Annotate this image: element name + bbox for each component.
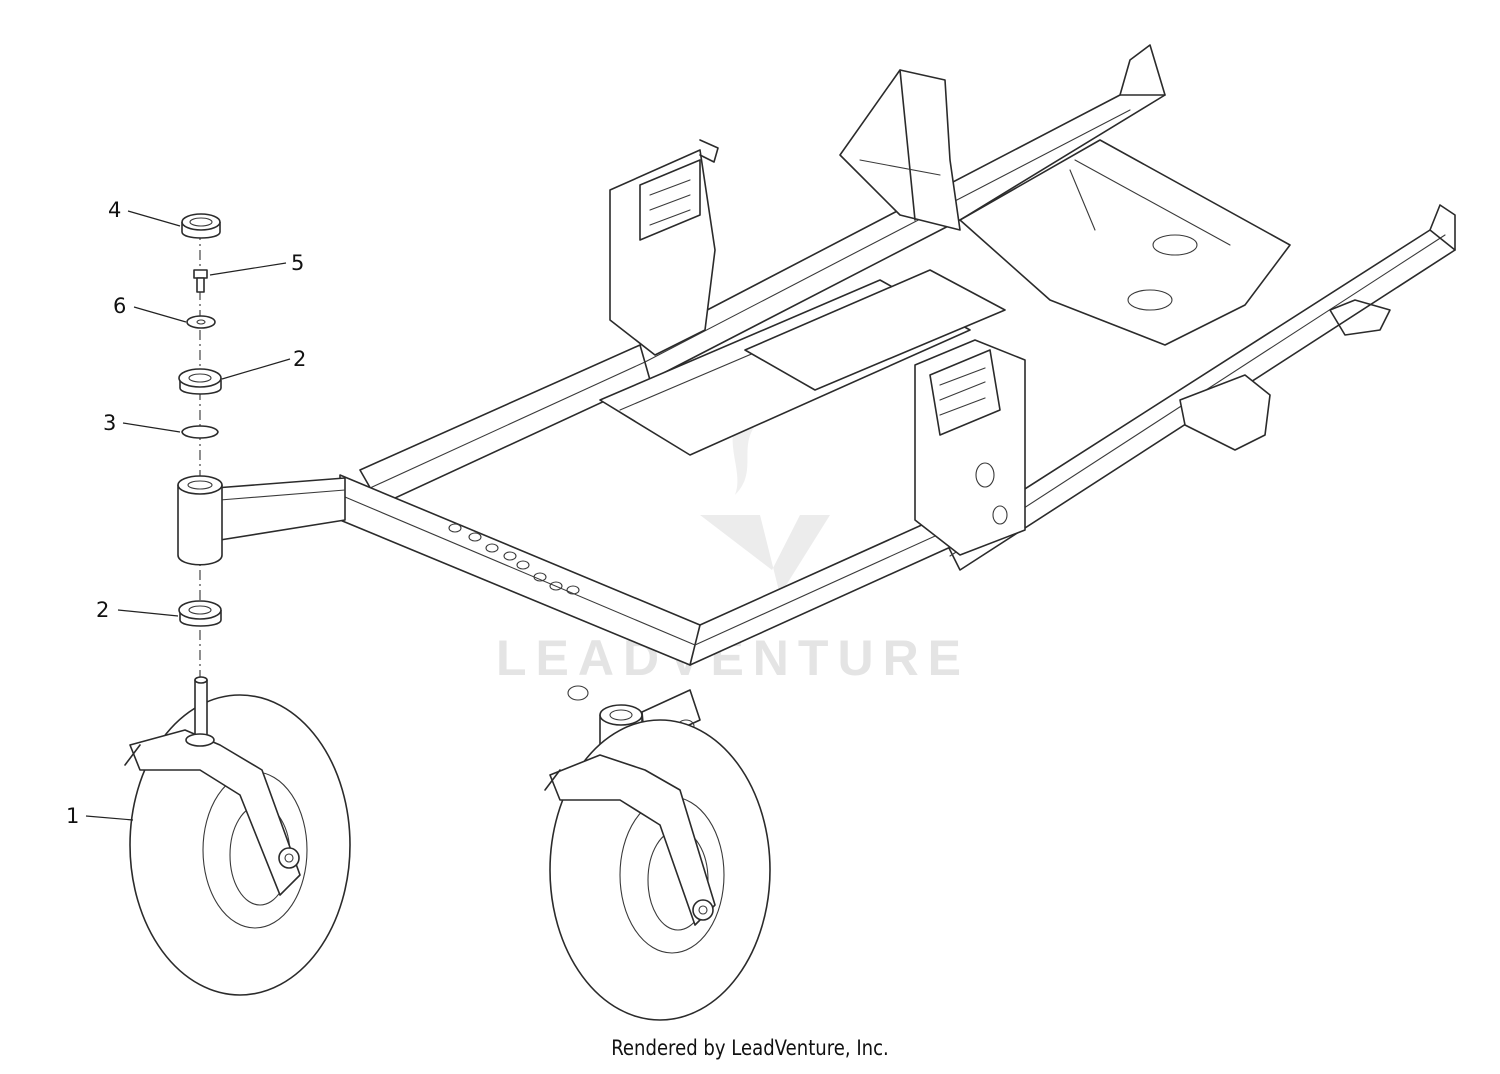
- pivot-tube: [177, 475, 346, 566]
- right-caster-assembly: [544, 685, 771, 1021]
- callout-3: 3: [103, 411, 116, 435]
- callout-labels: 4 5 6 2 3 2 1: [66, 198, 306, 828]
- exploded-caster-stack: [124, 213, 351, 996]
- callout-5: 5: [291, 251, 304, 275]
- cross-member-holes: [448, 523, 580, 595]
- callout-1: 1: [66, 804, 79, 828]
- washer: [186, 315, 216, 329]
- lower-bearing: [178, 600, 222, 627]
- mower-frame: [339, 44, 1456, 666]
- render-credit: Rendered by LeadVenture, Inc.: [611, 1036, 889, 1060]
- bolt: [193, 269, 208, 293]
- ring: [181, 425, 219, 439]
- upper-bearing: [178, 368, 222, 395]
- dust-cap: [181, 213, 221, 239]
- callout-leaders: [85, 210, 291, 821]
- callout-6: 6: [113, 294, 126, 318]
- callout-2-lower: 2: [96, 598, 109, 622]
- callout-2-upper: 2: [293, 347, 306, 371]
- caster-wheel: [124, 676, 351, 996]
- callout-4: 4: [108, 198, 121, 222]
